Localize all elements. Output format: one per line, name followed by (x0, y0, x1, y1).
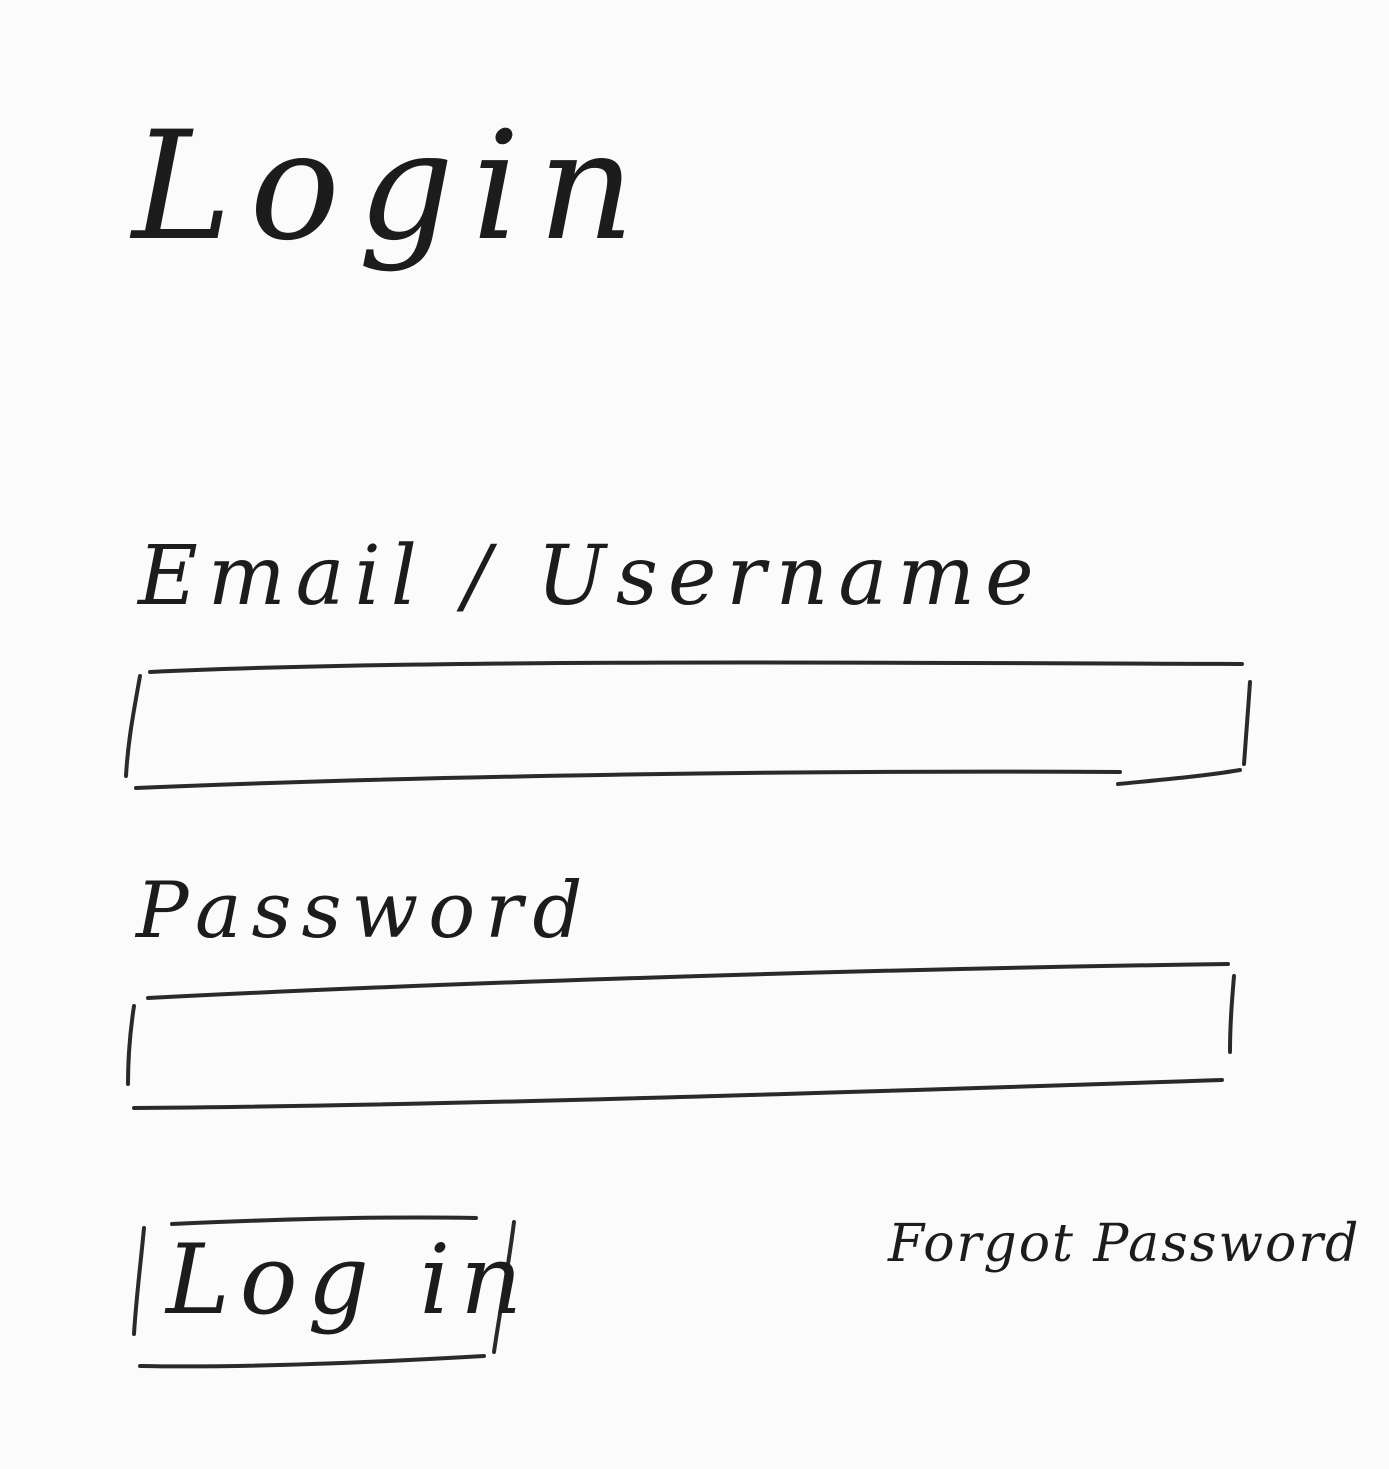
log-in-button[interactable]: Log in (138, 1214, 522, 1364)
page-title: Login (132, 100, 653, 274)
log-in-button-label: Log in (166, 1224, 533, 1336)
email-box-bottom-tail-stroke (1116, 768, 1242, 786)
password-label: Password (136, 866, 593, 956)
forgot-password-link[interactable]: Forgot Password (888, 1214, 1361, 1274)
password-box-left-stroke (126, 1004, 136, 1086)
email-box-right-stroke (1242, 680, 1252, 766)
email-box-top-stroke (148, 660, 1244, 674)
password-box-top-stroke (146, 962, 1230, 1000)
email-username-label: Email / Username (138, 529, 1044, 624)
email-box-bottom-stroke (134, 769, 1122, 790)
password-box-right-stroke (1228, 974, 1236, 1054)
email-box-left-stroke (124, 674, 142, 778)
password-box-bottom-stroke (132, 1078, 1224, 1110)
email-username-input[interactable] (140, 680, 1240, 772)
password-input[interactable] (140, 1000, 1225, 1078)
